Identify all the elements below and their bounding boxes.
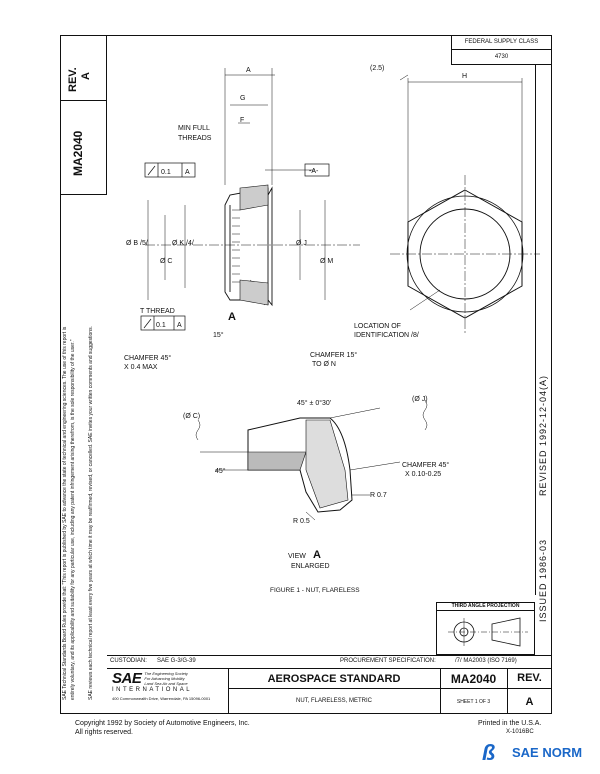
- fcf-1-value: 0.1: [161, 169, 171, 176]
- sae-tagline-2: For Advancing Mobility: [144, 676, 185, 681]
- procurement-label: PROCUREMENT SPECIFICATION:: [340, 658, 436, 664]
- t-thread: T THREAD: [140, 308, 175, 315]
- third-angle-label: THIRD ANGLE PROJECTION: [451, 603, 520, 609]
- min-full-threads-2: THREADS: [178, 135, 212, 142]
- enl-dia-j: (Ø J): [412, 396, 428, 403]
- sae-norm-brand: SAE NORM: [512, 744, 583, 760]
- fcf-1-datum: A: [185, 169, 190, 176]
- dia-b: Ø B /5/: [126, 240, 148, 247]
- sheet-number: SHEET 1 OF 3: [456, 699, 491, 705]
- enl-45: 45°: [215, 467, 226, 475]
- chamfer-2b: TO Ø N: [312, 361, 336, 368]
- third-angle-box: [436, 602, 535, 655]
- custodian-value: SAE G-3/G-39: [157, 658, 196, 664]
- chamfer-1a: CHAMFER 45°: [124, 354, 171, 362]
- rights: All rights reserved.: [75, 729, 133, 736]
- hex-angle: (2.5): [370, 65, 384, 72]
- sae-norm-watermark: ß SAE NORM: [482, 740, 582, 764]
- doc-id-column: [60, 35, 107, 195]
- r05: R 0.5: [293, 518, 310, 525]
- sae-international: INTERNATIONAL: [112, 687, 193, 693]
- enl-dia-c: (Ø C): [183, 413, 200, 420]
- dim-h: H: [462, 73, 467, 80]
- dia-c: Ø C: [160, 258, 172, 265]
- location-2: IDENTIFICATION /8/: [354, 332, 419, 339]
- printed-in: Printed in the U.S.A.: [478, 720, 542, 727]
- sae-norm-logo-icon: ß: [482, 740, 495, 764]
- federal-supply-class-label: FEDERAL SUPPLY CLASS: [464, 39, 539, 45]
- location-1: LOCATION OF: [354, 323, 401, 330]
- svg-text:ß: ß: [482, 740, 495, 764]
- view-letter: A: [313, 549, 321, 561]
- chamfer-2a: CHAMFER 15°: [310, 351, 357, 359]
- procurement-value: /7/ MA2003 (ISO 7169): [455, 658, 517, 664]
- federal-supply-class-value: 4730: [494, 54, 509, 60]
- enlarged-label: ENLARGED: [291, 563, 330, 570]
- doc-subtitle: NUT, FLARELESS, METRIC: [295, 698, 372, 704]
- view-label: VIEW: [288, 553, 306, 560]
- rev-label: REV.: [517, 672, 542, 684]
- enl-angle: 45° ± 0°30': [297, 399, 331, 407]
- sae-tagline-3: Land Sea Air and Space: [144, 681, 188, 686]
- fcf-2-datum: A: [177, 322, 182, 329]
- angle-15: 15°: [213, 331, 224, 339]
- sae-logo-block: SAE The Engineering Society For Advancin…: [112, 671, 224, 701]
- doc-title: AEROSPACE STANDARD: [267, 673, 401, 685]
- dim-f: F: [240, 117, 244, 124]
- sae-tagline-1: The Engineering Society: [144, 671, 188, 676]
- view-ref: A: [228, 311, 236, 323]
- doc-code: X-1016BC: [506, 729, 534, 735]
- min-full-threads-1: MIN FULL: [178, 125, 210, 132]
- dim-g: G: [240, 95, 245, 102]
- doc-number: MA2040: [450, 672, 497, 686]
- dia-j: Ø J: [296, 240, 307, 247]
- dim-a: A: [246, 67, 251, 74]
- fcf-2-value: 0.1: [156, 322, 166, 329]
- datum-a: -A-: [309, 168, 319, 175]
- r07: R 0.7: [370, 492, 387, 499]
- chamfer-1b: X 0.4 MAX: [124, 364, 158, 371]
- rev-value: A: [525, 696, 534, 708]
- drawing-frame: [60, 35, 552, 714]
- projection-symbol: [448, 617, 528, 647]
- sae-logo: SAE: [112, 670, 142, 687]
- chamfer-3b: X 0.10-0.25: [405, 471, 441, 478]
- sae-address: 400 Commonwealth Drive, Warrendale, PA 1…: [112, 696, 211, 701]
- dia-k: Ø K /4/: [172, 240, 194, 247]
- custodian-label: CUSTODIAN:: [110, 658, 147, 664]
- federal-supply-class-box: [451, 35, 552, 65]
- figure-caption: FIGURE 1 - NUT, FLARELESS: [270, 587, 360, 594]
- chamfer-3a: CHAMFER 45°: [402, 461, 449, 469]
- copyright: Copyright 1992 by Society of Automotive …: [75, 720, 250, 727]
- dia-m: Ø M: [320, 258, 333, 265]
